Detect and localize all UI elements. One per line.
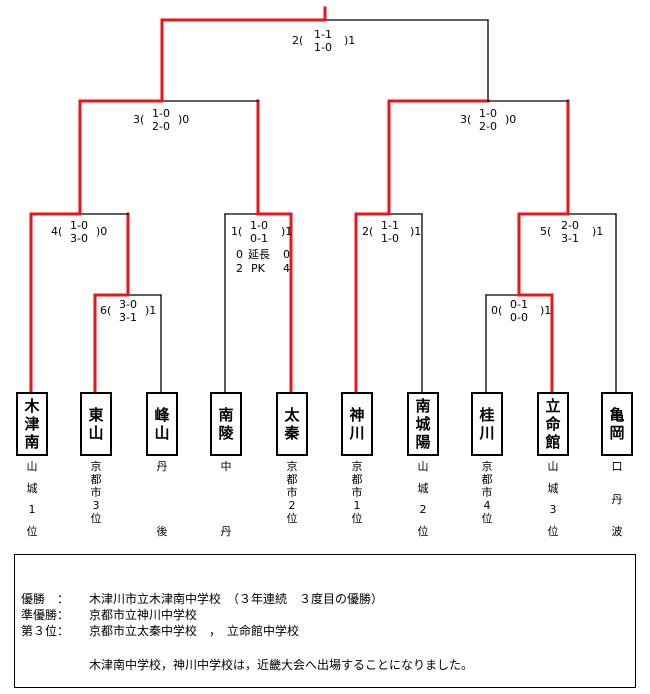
score-semi-right: 3( 1-0 2-0 )0 (460, 107, 530, 135)
score-line: 3-0 (70, 232, 88, 245)
team-nanryo: 南陵 (210, 392, 242, 456)
team-name: 南陵 (218, 406, 234, 442)
score-right: )1 (540, 304, 552, 317)
score-line: 3-1 (561, 232, 579, 245)
runner-up-label: 準優勝： (21, 608, 70, 622)
penalty-row: 2 PK 4 (236, 262, 290, 275)
team-name: 峰山 (154, 406, 170, 442)
score-line: 1-1 (381, 219, 399, 232)
score-line: 0-1 (510, 298, 528, 311)
team-name: 立命館 (545, 397, 561, 451)
score-right: )1 (344, 34, 356, 47)
ot-right: 0 (283, 248, 290, 261)
team-kamikawa: 神川 (341, 392, 373, 456)
score-right: )0 (505, 113, 517, 126)
team-name: 桂川 (479, 406, 495, 442)
champion-value: 木津川市立木津南中学校 （３年連続 ３度目の優勝） (89, 592, 384, 606)
score-line: 1-0 (70, 219, 88, 232)
score-line: 1-1 (314, 28, 332, 41)
score-left: 2( (292, 34, 304, 47)
score-right: )1 (592, 225, 604, 238)
score-left: 3( (460, 113, 472, 126)
score-left: 3( (133, 113, 145, 126)
team-name: 神川 (349, 406, 365, 442)
team-kizuminami: 木津南 (16, 392, 48, 456)
score-right: )0 (178, 113, 190, 126)
champion-row: 優勝 ： 木津川市立木津南中学校 （３年連続 ３度目の優勝） (21, 591, 383, 607)
pk-right: 4 (283, 262, 290, 275)
score-left: 2( (362, 225, 374, 238)
region-label: 口丹波 (611, 460, 623, 538)
score-line: 2-0 (561, 219, 579, 232)
score-line: 0-0 (510, 311, 528, 324)
pk-left: 2 (236, 262, 243, 275)
score-left: 5( (540, 225, 552, 238)
score-line: 1-0 (381, 232, 399, 245)
score-line: 0-1 (250, 232, 268, 245)
region-label: 中丹 (220, 460, 232, 538)
score-qf3: 2( 1-1 1-0 )1 (362, 219, 432, 247)
team-name: 東山 (88, 406, 104, 442)
score-line: 2-0 (479, 120, 497, 133)
team-name: 南城陽 (415, 397, 431, 451)
score-r1b: 0( 0-1 0-0 )1 (491, 298, 561, 326)
score-semi-left: 3( 1-0 2-0 )0 (133, 107, 203, 135)
region-label: 丹後 (156, 460, 168, 538)
score-line: 1-0 (479, 107, 497, 120)
team-ritsumeikan: 立命館 (537, 392, 569, 456)
third-place-row: 第３位： 京都市立太秦中学校 ， 立命館中学校 (21, 623, 299, 639)
score-line: 1-0 (250, 219, 268, 232)
ot-left: 0 (236, 248, 243, 261)
score-r1a: 6( 3-0 3-1 )1 (100, 298, 170, 326)
score-qf4: 5( 2-0 3-1 )1 (540, 219, 610, 247)
score-right: )0 (96, 225, 108, 238)
team-higashiyama: 東山 (80, 392, 112, 456)
score-line: 3-1 (119, 311, 137, 324)
overtime-row: 0 延長 0 (236, 248, 290, 261)
score-line: 1-0 (314, 41, 332, 54)
score-line: 1-0 (152, 107, 170, 120)
champion-label: 優勝 ： (21, 592, 70, 606)
runner-up-row: 準優勝： 京都市立神川中学校 (21, 607, 197, 623)
team-name: 太秦 (284, 406, 300, 442)
team-uzumasa: 太秦 (276, 392, 308, 456)
results-summary: 優勝 ： 木津川市立木津南中学校 （３年連続 ３度目の優勝） 準優勝： 京都市立神川… (14, 554, 636, 688)
runner-up-value: 京都市立神川中学校 (89, 608, 198, 622)
team-kameoka: 亀岡 (601, 392, 633, 456)
score-left: 0( (491, 304, 503, 317)
score-line: 2-0 (152, 120, 170, 133)
team-name: 木津南 (24, 397, 40, 451)
score-left: 4( (51, 225, 63, 238)
score-left: 1( (231, 225, 243, 238)
kinki-note: 木津南中学校，神川中学校は，近畿大会へ出場することになりました。 (89, 658, 474, 672)
pk-label: PK (251, 262, 265, 275)
score-final: 2( 1-1 1-0 )1 (292, 28, 362, 56)
team-name: 亀岡 (609, 406, 625, 442)
score-right: )1 (145, 304, 157, 317)
third-place-label: 第３位： (21, 624, 70, 638)
ot-label: 延長 (248, 248, 270, 261)
score-qf2: 1( 1-0 0-1 )1 (231, 219, 301, 247)
third-place-value: 京都市立太秦中学校 ， 立命館中学校 (89, 624, 300, 638)
score-line: 3-0 (119, 298, 137, 311)
score-right: )1 (410, 225, 422, 238)
score-left: 6( (100, 304, 112, 317)
score-right: )1 (281, 225, 293, 238)
team-mineyama: 峰山 (146, 392, 178, 456)
team-minamijoyo: 南城陽 (407, 392, 439, 456)
team-katsuragawa: 桂川 (471, 392, 503, 456)
score-qf1: 4( 1-0 3-0 )0 (51, 219, 121, 247)
